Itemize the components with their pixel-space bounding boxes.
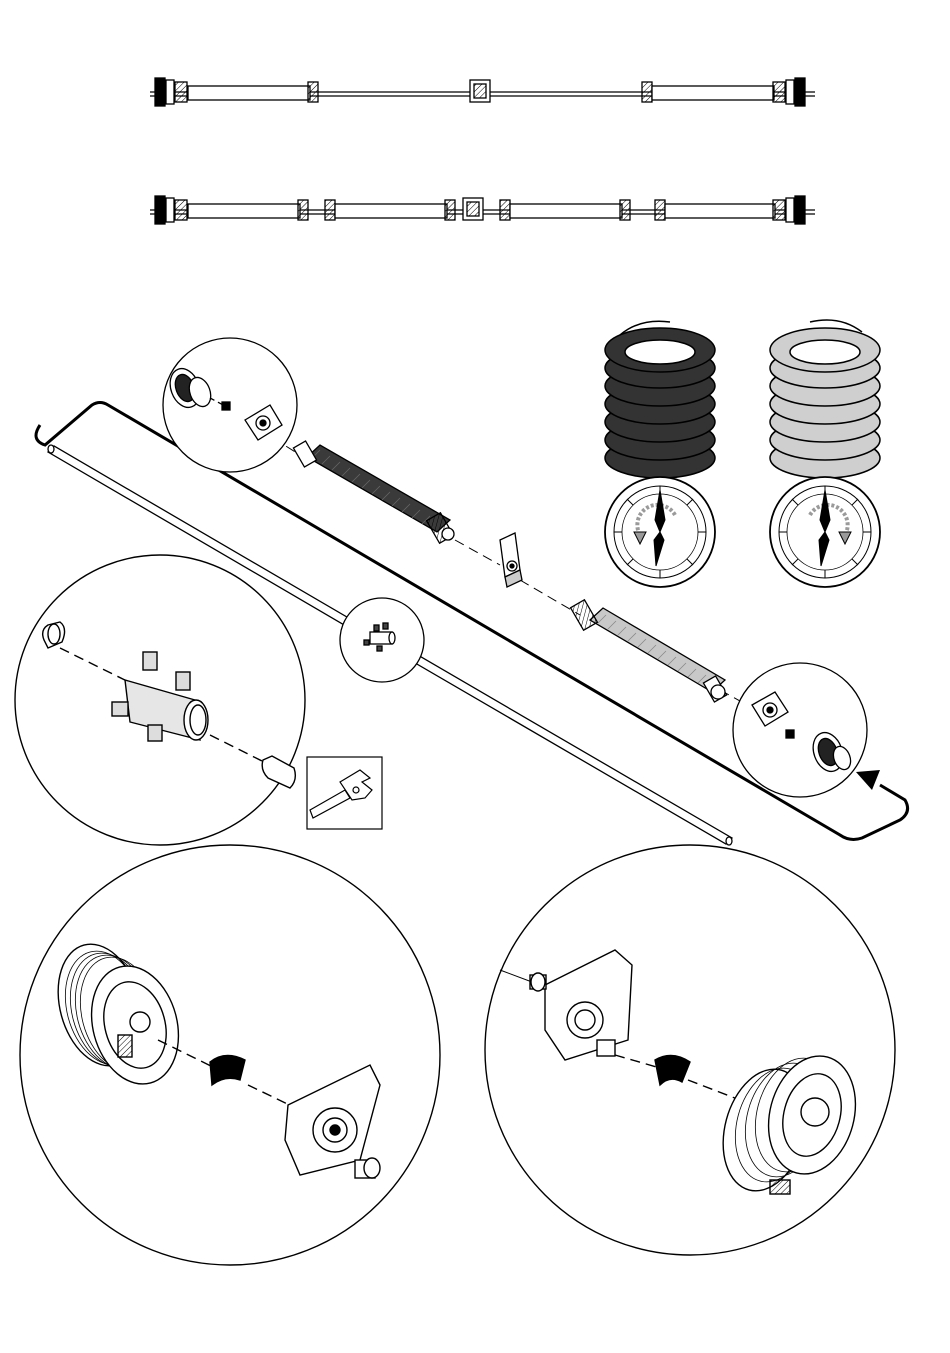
clock-dial-icon-right <box>770 477 880 587</box>
detail-drum-assembly-left <box>20 845 440 1265</box>
spring-b3 <box>510 204 622 218</box>
detail-coupler <box>340 598 424 682</box>
spring-left-a <box>188 86 310 100</box>
center-bearing-bracket <box>500 533 522 587</box>
light-coil-spring <box>770 320 880 478</box>
spring-right-a <box>652 86 774 100</box>
overview-layout-a <box>150 78 815 106</box>
spring-b2 <box>335 204 447 218</box>
right-spring <box>571 600 727 702</box>
detail-coupler-enlarged <box>15 555 305 845</box>
overview-layout-b <box>150 196 815 224</box>
wrench-box <box>307 757 382 829</box>
detail-right-drum <box>733 663 867 797</box>
drum-right-a <box>795 78 805 106</box>
detail-left-drum <box>163 338 297 472</box>
spring-b4 <box>665 204 775 218</box>
clock-dial-icon-left <box>605 477 715 587</box>
detail-drum-assembly-right <box>485 845 895 1255</box>
drum-left-a <box>155 78 165 106</box>
spring-b1 <box>188 204 300 218</box>
cable-direction-arrow <box>856 770 880 790</box>
dark-coil-spring <box>605 321 715 478</box>
